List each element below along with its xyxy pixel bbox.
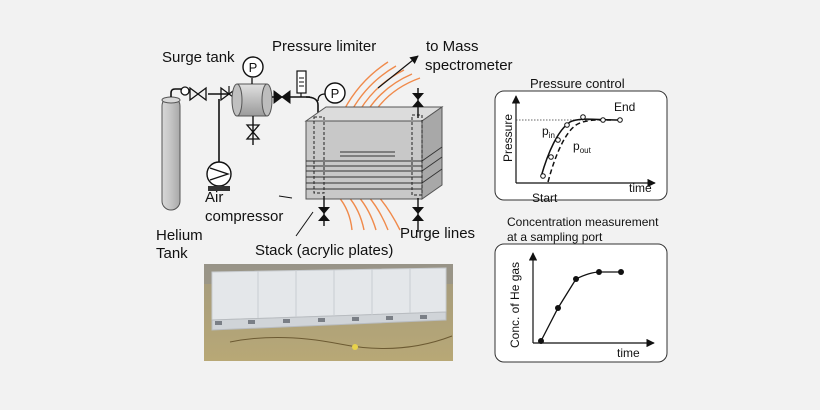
pipe-joint xyxy=(180,86,190,96)
p-in-label: pin xyxy=(542,124,555,140)
p-out-label: pout xyxy=(573,139,592,155)
to-mass-label-line1: to Mass xyxy=(426,38,479,55)
pressure-ylabel: Pressure xyxy=(501,114,515,162)
valve-stack-inlet-icon xyxy=(273,90,291,104)
stack-gauge-pipe xyxy=(317,93,326,102)
helium-supply-pipe xyxy=(170,88,228,97)
to-mass-arrow xyxy=(377,55,419,89)
air-compressor-label-line2: compressor xyxy=(205,208,283,225)
flow-lines-lower xyxy=(337,195,401,231)
pressure-gauge-surge-icon: P xyxy=(242,56,264,78)
acrylic-stack xyxy=(304,106,444,200)
gauge-letter: P xyxy=(331,86,340,101)
valve-helium-icon xyxy=(189,86,207,102)
to-mass-label-line2: spectrometer xyxy=(425,57,513,74)
conc-chart-box xyxy=(494,243,668,363)
pipe-to-stack xyxy=(305,96,319,121)
pressure-xlabel: time xyxy=(629,181,652,195)
conc-chart-title-line2: at a sampling port xyxy=(507,230,603,244)
conc-chart-axes xyxy=(528,252,655,348)
pressure-limiter-label: Pressure limiter xyxy=(272,38,376,55)
pressure-chart-axes xyxy=(511,95,656,188)
pressure-chart-box xyxy=(494,90,668,201)
helium-tank xyxy=(161,96,181,211)
air-compressor-icon xyxy=(206,161,232,191)
stack-label: Stack (acrylic plates) xyxy=(255,242,393,259)
conc-chart-title-line1: Concentration measurement xyxy=(507,215,659,229)
stack-photo xyxy=(204,264,453,361)
end-label: End xyxy=(614,100,635,114)
stack-leader-line xyxy=(295,211,314,237)
compressor-leader-line xyxy=(278,195,293,199)
valve-purge-bottom-icon xyxy=(412,207,424,221)
flow-lines-upper xyxy=(343,61,421,111)
p-in-curve xyxy=(540,118,621,178)
conc-xlabel: time xyxy=(617,346,640,360)
surge-tank-label: Surge tank xyxy=(162,49,235,66)
helium-tank-label-line1: Helium xyxy=(156,227,203,244)
start-label: Start xyxy=(532,191,558,205)
valve-stack-outlet-icon xyxy=(318,207,330,221)
pressure-gauge-stack-icon: P xyxy=(324,82,346,104)
pressure-chart-title: Pressure control xyxy=(530,76,625,91)
purge-lines-label: Purge lines xyxy=(400,225,475,242)
helium-tank-label-line2: Tank xyxy=(156,245,188,262)
pressure-limiter-icon xyxy=(296,70,307,97)
air-compressor-label-line1: Air xyxy=(205,189,223,206)
valve-purge-top-icon xyxy=(412,93,424,107)
surge-tank xyxy=(231,83,273,117)
p-in-points xyxy=(540,114,623,179)
conc-points xyxy=(538,269,624,344)
conc-ylabel: Conc. of He gas xyxy=(508,262,522,348)
gauge-letter: P xyxy=(249,60,258,75)
valve-surge-drain-icon xyxy=(245,124,261,140)
